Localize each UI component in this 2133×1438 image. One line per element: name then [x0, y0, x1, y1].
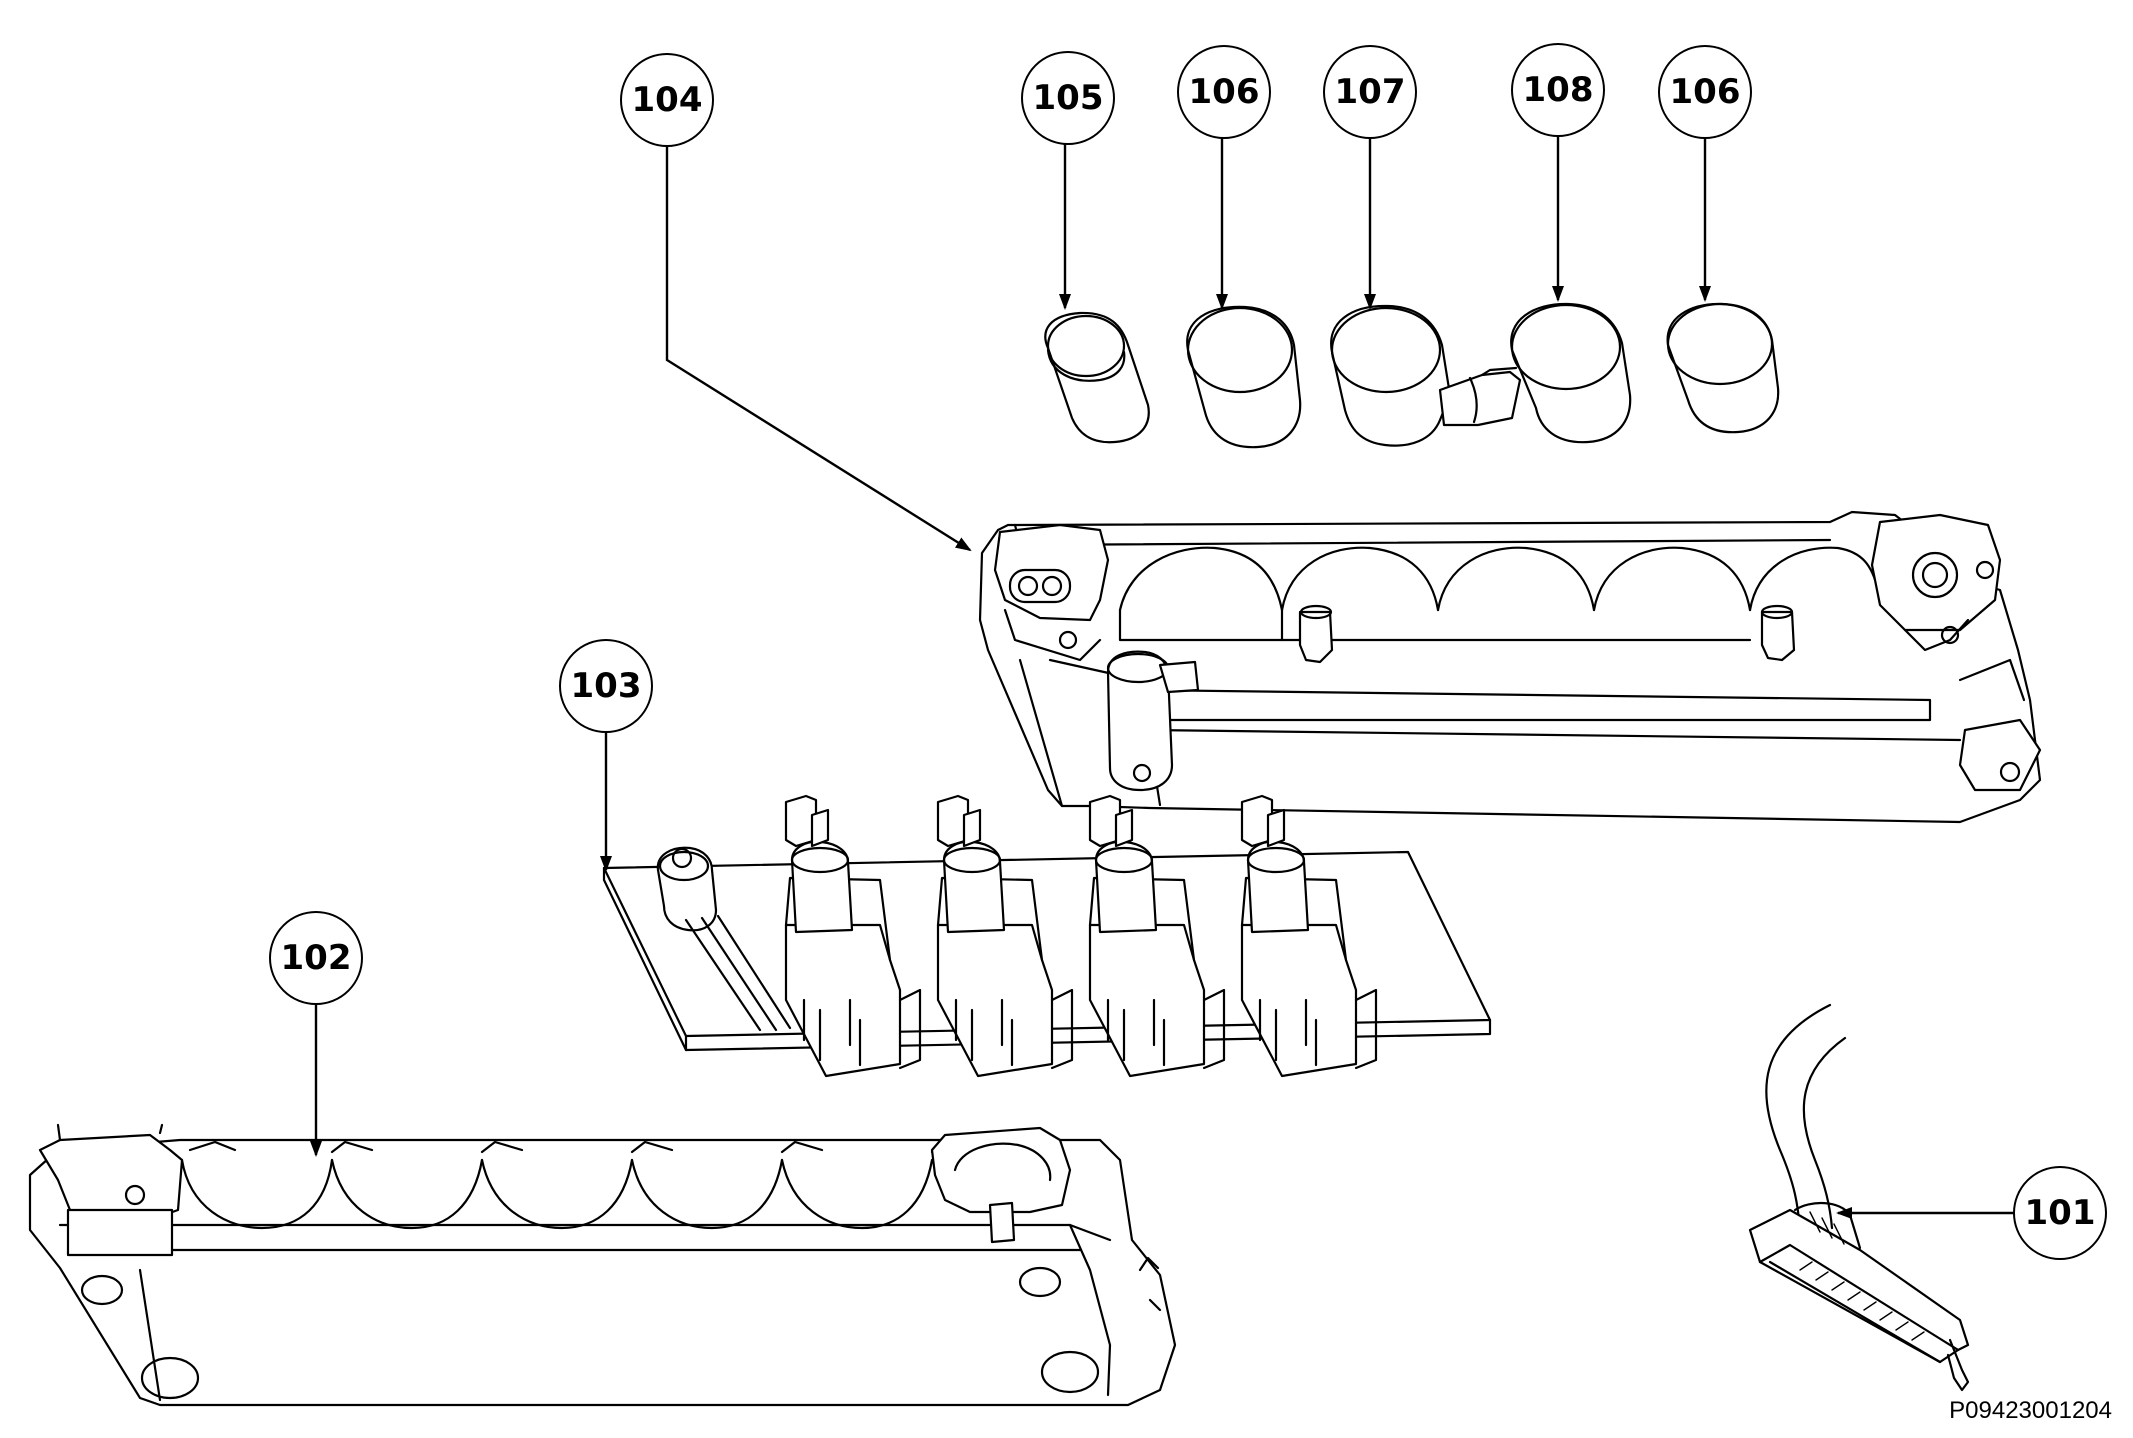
callout-104-label: 104: [632, 80, 703, 120]
part-103-switch-board: [602, 794, 1492, 1078]
part-102-lower-housing: [28, 1123, 1177, 1407]
drawing-id: P09423001204: [1949, 1397, 2112, 1424]
callout-107: 107: [1323, 45, 1417, 139]
tact-switch-1: [784, 794, 922, 1078]
callout-108: 108: [1511, 43, 1605, 137]
part-106-button-cap-left: [1186, 305, 1302, 449]
callout-102-label: 102: [281, 938, 352, 978]
callout-103: 103: [559, 639, 653, 733]
tact-switch-2: [936, 794, 1074, 1078]
callout-105: 105: [1021, 51, 1115, 145]
part-105-button-cap: [1044, 311, 1150, 444]
callout-102: 102: [269, 911, 363, 1005]
tact-switch-4: [1240, 794, 1378, 1078]
leader-lines: [310, 132, 2016, 1219]
callout-107-label: 107: [1335, 72, 1406, 112]
part-107-button-cap-with-arm: [1330, 304, 1522, 447]
callout-106-right: 106: [1658, 45, 1752, 139]
callout-106-left: 106: [1177, 45, 1271, 139]
callout-101: 101: [2013, 1166, 2107, 1260]
tact-switch-3: [1088, 794, 1226, 1078]
callout-108-label: 108: [1523, 70, 1594, 110]
part-101-ribbon-cable-connector: [1748, 1003, 1970, 1392]
part-108-button-cap: [1510, 302, 1632, 444]
part-106-button-cap-right: [1666, 302, 1780, 434]
callout-101-label: 101: [2025, 1193, 2096, 1233]
callout-104: 104: [620, 53, 714, 147]
part-104-button-frame: [978, 510, 2042, 824]
callout-103-label: 103: [571, 666, 642, 706]
callout-106-left-label: 106: [1189, 72, 1260, 112]
callout-106-right-label: 106: [1670, 72, 1741, 112]
callout-105-label: 105: [1033, 78, 1104, 118]
